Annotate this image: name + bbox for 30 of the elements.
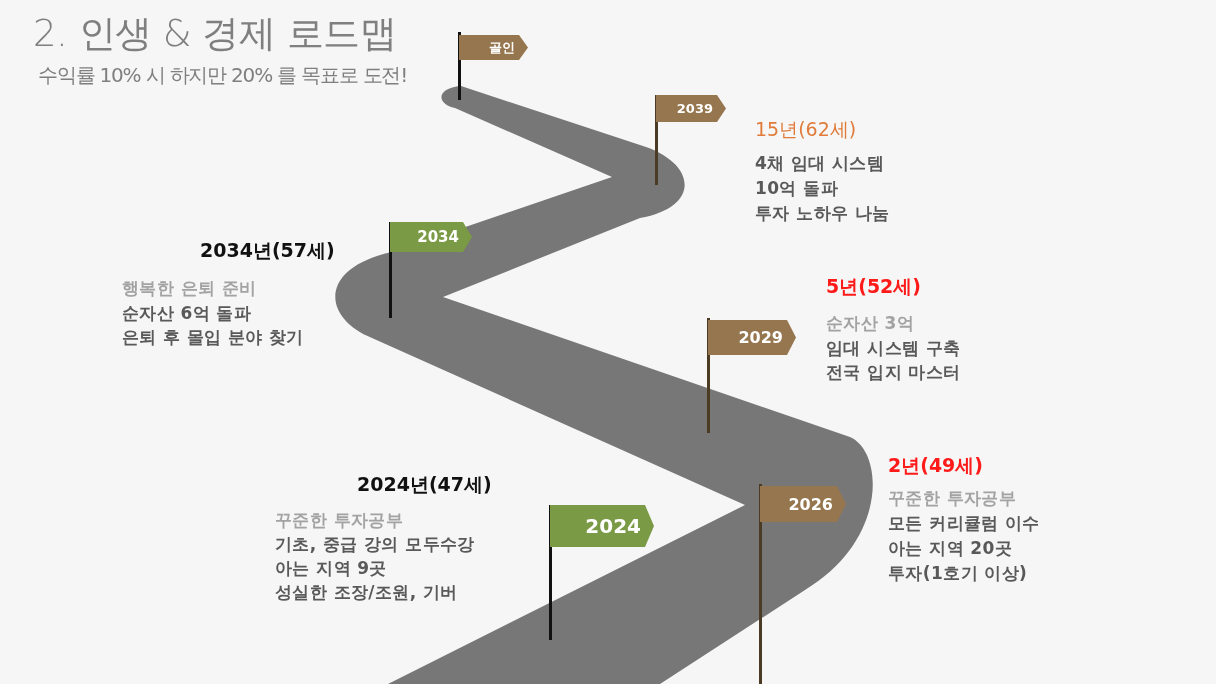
- milestone-item: 은퇴 후 몰입 분야 찾기: [122, 326, 304, 349]
- milestone-item: 전국 입지 마스터: [826, 361, 961, 384]
- milestone-item: 임대 시스템 구축: [826, 336, 961, 360]
- milestone-heading: 2034년(57세): [200, 238, 335, 262]
- milestone-item: 투자(1호기 이상): [888, 562, 1028, 585]
- milestone-item: 아는 지역 20곳: [888, 537, 1013, 560]
- flag-banner: 2029: [708, 320, 796, 355]
- subtitle: 수익률 10% 시 하지만 20% 를 목표로 도전!: [38, 63, 408, 87]
- milestone-item: 꾸준한 투자공부: [275, 509, 404, 532]
- flag-banner: 2034: [390, 222, 472, 252]
- milestone-item: 10억 돌파: [755, 177, 838, 200]
- milestone-item: 아는 지역 9곳: [275, 557, 387, 580]
- flag-banner: 2026: [760, 486, 846, 522]
- title: 2. 인생 & 경제 로드맵: [33, 12, 397, 57]
- milestone-item: 꾸준한 투자공부: [888, 487, 1017, 510]
- milestone-heading: 15년(62세): [755, 117, 857, 141]
- milestone-item: 4채 임대 시스템: [755, 152, 885, 175]
- milestone-item: 순자산 3억: [826, 312, 915, 335]
- milestone-heading: 5년(52세): [826, 274, 922, 298]
- milestone-item: 순자산 6억 돌파: [122, 301, 252, 325]
- milestone-item: 모든 커리큘럼 이수: [888, 512, 1040, 535]
- flag-banner: 2039: [656, 95, 726, 122]
- milestone-item: 행복한 은퇴 준비: [122, 277, 257, 300]
- flag-banner: 2024: [550, 505, 654, 547]
- milestone-item: 기초, 중급 강의 모두수강: [275, 533, 475, 556]
- milestone-heading: 2024년(47세): [357, 472, 492, 496]
- milestone-heading: 2년(49세): [888, 453, 984, 477]
- milestone-item: 투자 노하우 나눔: [755, 202, 890, 225]
- milestone-item: 성실한 조장/조원, 기버: [275, 581, 458, 604]
- flag-banner: 골인: [459, 35, 528, 60]
